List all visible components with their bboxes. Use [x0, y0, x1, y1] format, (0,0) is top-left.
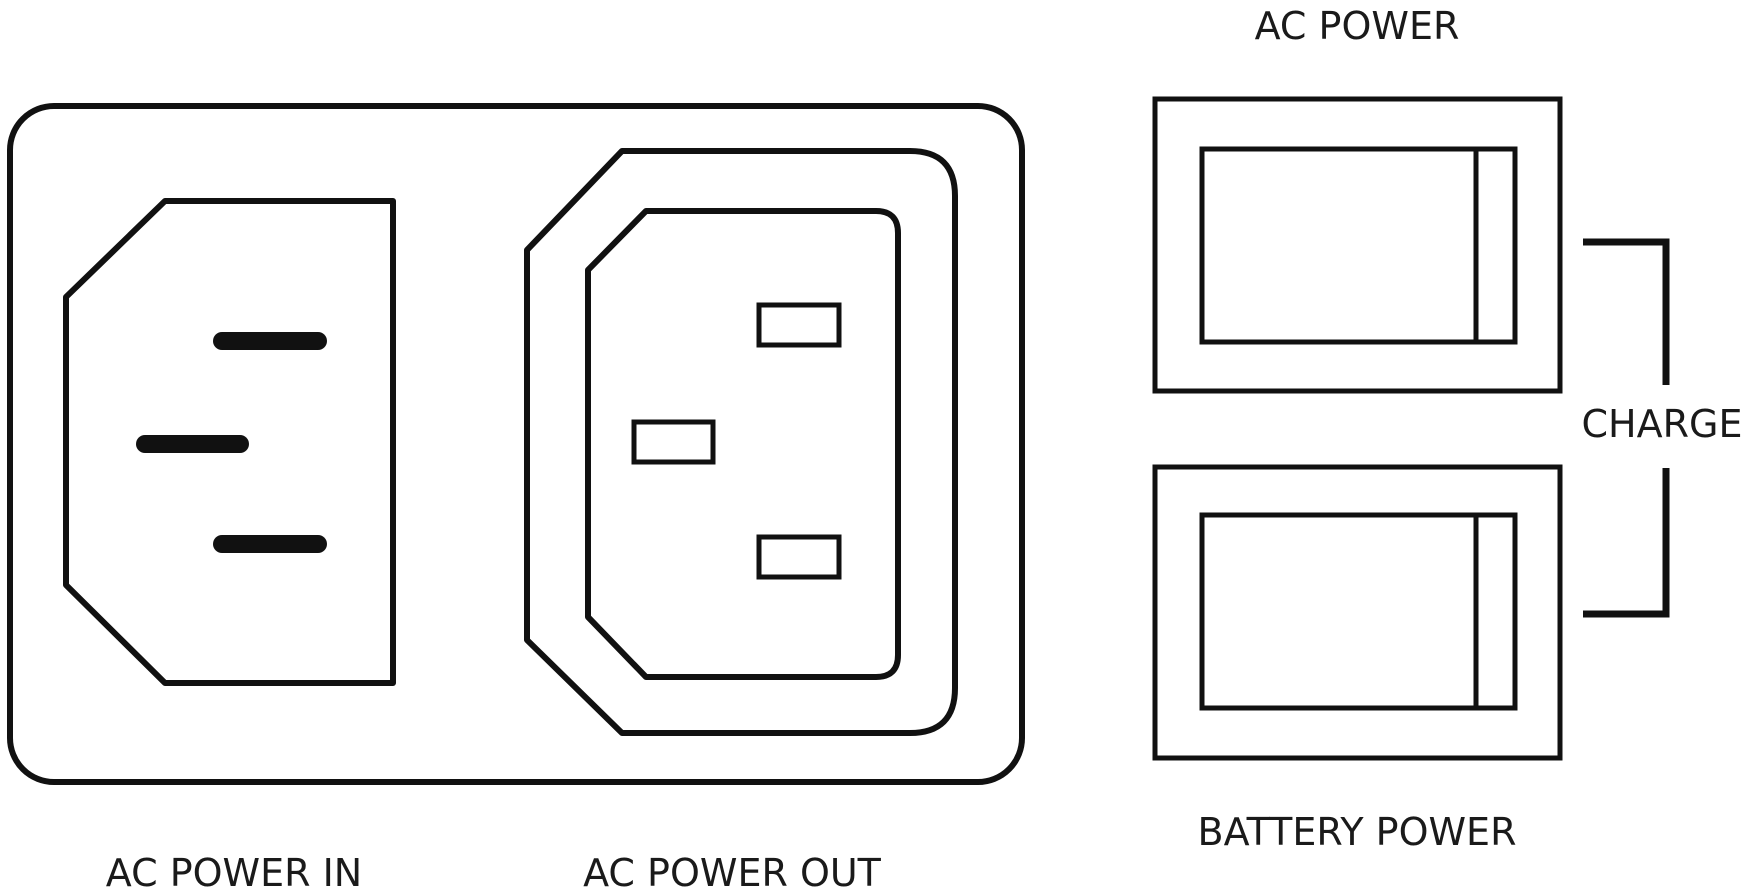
ac-power-out-label: AC POWER OUT [583, 851, 882, 895]
ac-power-out-slot-bottom [756, 534, 842, 580]
ac-power-label: AC POWER [1255, 4, 1460, 48]
ac-power-out-inner-outline [585, 208, 901, 680]
charge-bracket [1583, 238, 1670, 618]
battery-power-label: BATTERY POWER [1198, 810, 1517, 854]
ac-power-switch-bezel [1152, 96, 1563, 394]
ac-power-out-outlet[interactable] [524, 148, 958, 736]
ac-power-in-label: AC POWER IN [106, 851, 362, 895]
ac-power-out-slot-middle [631, 419, 716, 465]
battery-power-switch[interactable] [1152, 464, 1563, 761]
battery-power-switch-bezel [1152, 464, 1563, 761]
charge-bracket-top [1583, 238, 1670, 385]
socket-panel-outline [7, 103, 1025, 785]
ac-power-in-inlet[interactable] [63, 198, 396, 686]
charge-bracket-bottom [1583, 468, 1670, 618]
battery-power-switch-rocker [1199, 512, 1518, 711]
ac-power-in-inlet-outline [63, 198, 396, 686]
ac-power-switch[interactable] [1152, 96, 1563, 394]
charge-label: CHARGE [1582, 402, 1743, 446]
ac-power-out-slot-top [756, 302, 842, 348]
ac-power-out-outer-outline [524, 148, 958, 736]
ac-power-switch-rocker [1199, 146, 1518, 345]
